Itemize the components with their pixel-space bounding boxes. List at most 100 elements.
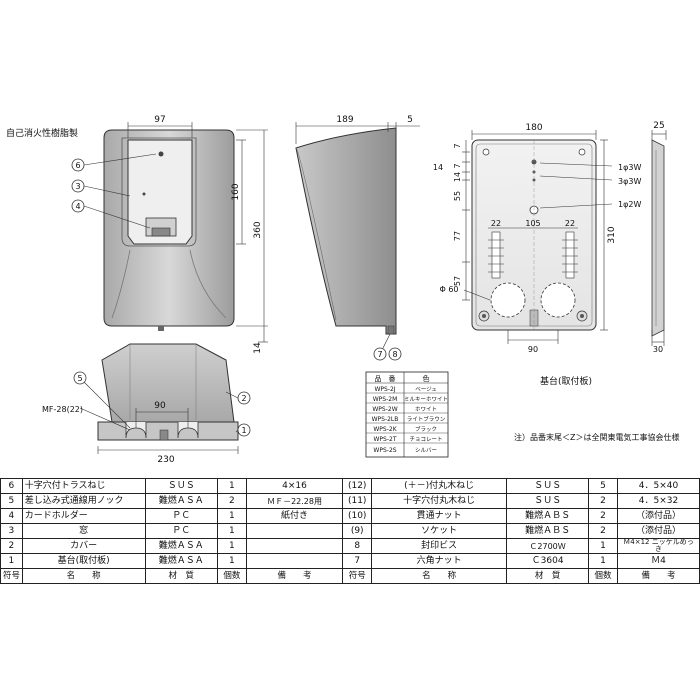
dim-back-77: 77 xyxy=(453,231,462,241)
dim-side-lip: 5 xyxy=(407,115,413,125)
header-cell: 名 称 xyxy=(371,568,508,584)
color-row-part: WPS-2LB xyxy=(372,416,399,423)
color-header-color: 色 xyxy=(423,374,430,383)
cell: 5 xyxy=(588,478,618,494)
dim-side-depth: 189 xyxy=(336,115,353,125)
cell: 2 xyxy=(588,508,618,524)
cell: （添付品） xyxy=(616,523,700,539)
dim-base-90: 90 xyxy=(154,401,166,411)
color-row-part: WPS-2K xyxy=(373,426,397,433)
cell: 1 xyxy=(216,553,247,569)
cell: 1 xyxy=(588,538,618,554)
cell: ＳＵＳ xyxy=(506,478,590,494)
header-cell: 符号 xyxy=(342,568,373,584)
cell: 十字穴付トラスねじ xyxy=(21,478,146,494)
cell xyxy=(245,523,344,539)
cell: ＭＦ－22.28用 xyxy=(245,493,344,509)
cell: （添付品） xyxy=(616,508,700,524)
cell: 1 xyxy=(216,523,247,539)
parts-row: 2 カバー 難燃ＡＳＡ 1 8 封印ビス Ｃ2700Ｗ 1 Ｍ4×12 ニッケル… xyxy=(0,538,700,554)
color-row-part: WPS-2S xyxy=(373,447,396,454)
callout-6: 6 xyxy=(71,153,157,172)
cell: Ｃ2700Ｗ xyxy=(506,538,590,554)
cell: 1 xyxy=(216,508,247,524)
callout-4: 4 xyxy=(71,199,151,229)
material-note: 自己消火性樹脂製 xyxy=(6,127,78,139)
color-row-part: WPS-2T xyxy=(373,436,396,443)
dim-back-22a: 22 xyxy=(491,219,501,228)
mf-label: MF-28(22) xyxy=(42,405,83,414)
svg-text:4: 4 xyxy=(75,202,80,211)
dim-front-width: 97 xyxy=(154,115,165,125)
svg-text:8: 8 xyxy=(392,350,397,359)
back-view xyxy=(471,139,597,331)
callout-3: 3 xyxy=(71,179,131,197)
svg-text:7: 7 xyxy=(377,350,382,359)
svg-text:3: 3 xyxy=(75,182,80,191)
dim-back-7a: 7 xyxy=(453,143,462,148)
cell: 2 xyxy=(216,493,247,509)
cell: 4．5×32 xyxy=(616,493,700,509)
header-cell: 個数 xyxy=(588,568,618,584)
cell: 1 xyxy=(0,553,23,569)
parts-row: 3 窓 ＰＣ 1 (9) ソケット 難燃ＡＢＳ 2 （添付品） xyxy=(0,523,700,539)
cell: Ｃ3604 xyxy=(506,553,590,569)
svg-text:5: 5 xyxy=(77,374,82,383)
cell: 1 xyxy=(216,538,247,554)
cell: 難燃ＡＳＡ xyxy=(144,493,218,509)
dim-back-22b: 22 xyxy=(565,219,575,228)
cell: 4．5×40 xyxy=(616,478,700,494)
cell: 7 xyxy=(342,553,373,569)
cell: 2 xyxy=(0,538,23,554)
dim-back-57: 57 xyxy=(453,276,462,286)
cell: 4×16 xyxy=(245,478,344,494)
dim-back-90: 90 xyxy=(528,345,538,354)
color-row-part: WPS-2J xyxy=(374,386,395,393)
dim-back-width: 180 xyxy=(525,123,542,133)
cell: (9) xyxy=(342,523,373,539)
cell: (12) xyxy=(342,478,373,494)
header-cell: 備 考 xyxy=(616,568,700,584)
cell: カードホルダー xyxy=(21,508,146,524)
wiring-label-1p2w: 1φ2W xyxy=(618,200,641,209)
dim-front-gap: 14 xyxy=(253,342,263,354)
cell: カバー xyxy=(21,538,146,554)
color-row-color: チョコレート xyxy=(409,436,442,443)
parts-row: 6 十字穴付トラスねじ ＳＵＳ 1 4×16 (12) (＋－)付丸木ねじ ＳＵ… xyxy=(0,478,700,494)
header-cell: 符号 xyxy=(0,568,23,584)
cell: 封印ビス xyxy=(371,538,508,554)
callout-5: 5 xyxy=(73,371,131,429)
cell: Ｍ4 xyxy=(616,553,700,569)
wiring-label-3p3w: 3φ3W xyxy=(618,177,641,186)
cell: 窓 xyxy=(21,523,146,539)
cell: 紙付き xyxy=(245,508,344,524)
callout-7: 7 xyxy=(373,333,391,361)
parts-row: 4 カードホルダー ＰＣ 1 紙付き (10) 貫通ナット 難燃ＡＢＳ 2 （添… xyxy=(0,508,700,524)
cell: 十字穴付丸木ねじ xyxy=(371,493,508,509)
cell: (10) xyxy=(342,508,373,524)
cell: 6 xyxy=(0,478,23,494)
dim-back-depth: 25 xyxy=(653,121,664,131)
cell: 5 xyxy=(0,493,23,509)
dim-front-window-height: 160 xyxy=(231,183,241,200)
cell xyxy=(245,553,344,569)
dim-front-total-height: 360 xyxy=(253,221,263,238)
callout-1: 1 xyxy=(235,423,251,437)
header-cell: 材 質 xyxy=(506,568,590,584)
front-dimension-lines xyxy=(127,122,268,343)
cell: 3 xyxy=(0,523,23,539)
dim-back-310: 310 xyxy=(607,226,617,243)
header-cell: 名 称 xyxy=(21,568,146,584)
cell: 難燃ＡＳＡ xyxy=(144,538,218,554)
parts-table: 6 十字穴付トラスねじ ＳＵＳ 1 4×16 (12) (＋－)付丸木ねじ ＳＵ… xyxy=(0,478,700,584)
color-row-part: WPS-2M xyxy=(373,396,398,403)
dim-back-105: 105 xyxy=(525,219,540,228)
callout-8: 8 xyxy=(388,347,402,361)
cell: (＋－)付丸木ねじ xyxy=(371,478,508,494)
header-cell: 備 考 xyxy=(245,568,344,584)
cell: 難燃ＡＢＳ xyxy=(506,523,590,539)
color-row-part: WPS-2W xyxy=(372,406,397,413)
callout-2: 2 xyxy=(225,391,251,405)
color-row-color: シルバー xyxy=(415,447,437,454)
cell: 六角ナット xyxy=(371,553,508,569)
